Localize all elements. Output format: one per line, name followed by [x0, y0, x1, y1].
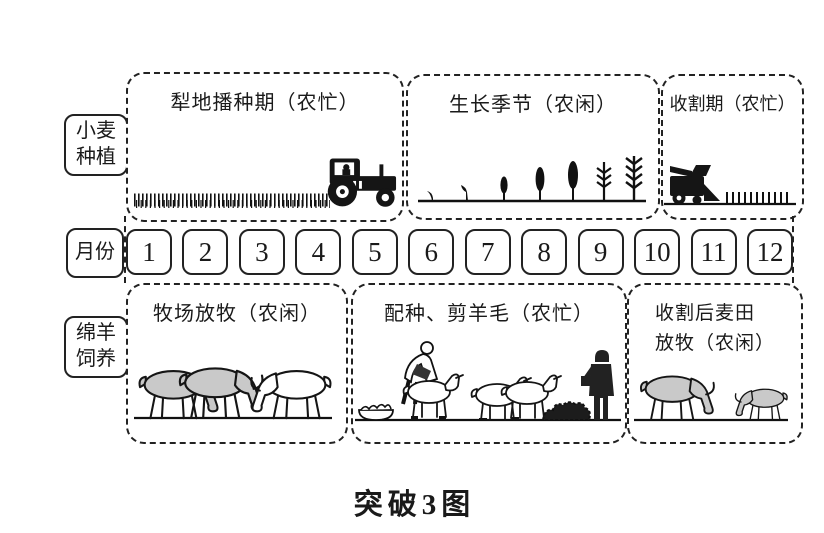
month-cell: 5: [351, 229, 398, 275]
month-cell: 11: [690, 229, 737, 275]
month-cell: 12: [746, 229, 793, 275]
wheat-label-line1: 小麦: [76, 120, 116, 143]
phase-label-post-harvest-grazing: 收割后麦田 放牧（农闲）: [629, 299, 801, 360]
right-dashed-connector: [792, 216, 794, 283]
month-cell: 3: [238, 229, 285, 275]
month-cell: 8: [521, 229, 568, 275]
month-cell: 7: [464, 229, 511, 275]
grazing-sheep-flock-icon: [134, 367, 332, 420]
month-label-text: 月份: [75, 241, 115, 264]
phase-label-plow-sow: 犁地播种期（农忙）: [170, 92, 360, 114]
phase-label-pasture-grazing: 牧场放牧（农闲）: [153, 303, 321, 325]
month-cell: 10: [634, 229, 681, 275]
combine-harvester-icon: [664, 165, 796, 206]
phase-box-plow-sow: 犁地播种期（农忙）: [126, 72, 404, 222]
figure-caption: 突破3图: [353, 489, 476, 521]
stubble-grass-icon: [134, 193, 330, 208]
phase-label-harvest: 收割期（农忙）: [669, 94, 796, 114]
wheat-growth-stages-icon: [418, 156, 646, 203]
phase-box-post-harvest-grazing: 收割后麦田 放牧（农闲）: [627, 283, 803, 444]
tractor-icon: [327, 158, 397, 207]
phase-label-growing-season: 生长季节（农闲）: [449, 94, 617, 116]
sheep-label-line1: 绵羊: [76, 322, 116, 345]
sheep-shearing-scene-icon: [355, 341, 621, 422]
wheat-label-line2: 种植: [76, 146, 116, 168]
phase-label-breeding-shearing: 配种、剪羊毛（农忙）: [384, 303, 594, 325]
post-harvest-label-line1: 收割后麦田: [655, 303, 756, 324]
wheat-planting-row-label: 小麦 种植: [64, 114, 128, 176]
month-cell: 9: [577, 229, 624, 275]
left-dashed-connector: [124, 216, 126, 283]
standing-farmer-icon: [581, 350, 614, 420]
wool-pile-icon: [541, 401, 591, 421]
phase-box-growing-season: 生长季节（农闲）: [406, 74, 660, 220]
post-harvest-label-line2: 放牧（农闲）: [655, 333, 776, 355]
month-cell: 1: [126, 229, 172, 275]
month-cell: 4: [295, 229, 342, 275]
post-harvest-grazing-icon: [634, 375, 788, 422]
month-cell: 2: [182, 229, 229, 275]
sheep-label-line2: 饲养: [76, 348, 116, 370]
month-cell: 6: [408, 229, 455, 275]
wool-bowl-icon: [358, 403, 394, 421]
sheep-raising-row-label: 绵羊 饲养: [64, 316, 128, 378]
month-row-label: 月份: [66, 228, 124, 278]
